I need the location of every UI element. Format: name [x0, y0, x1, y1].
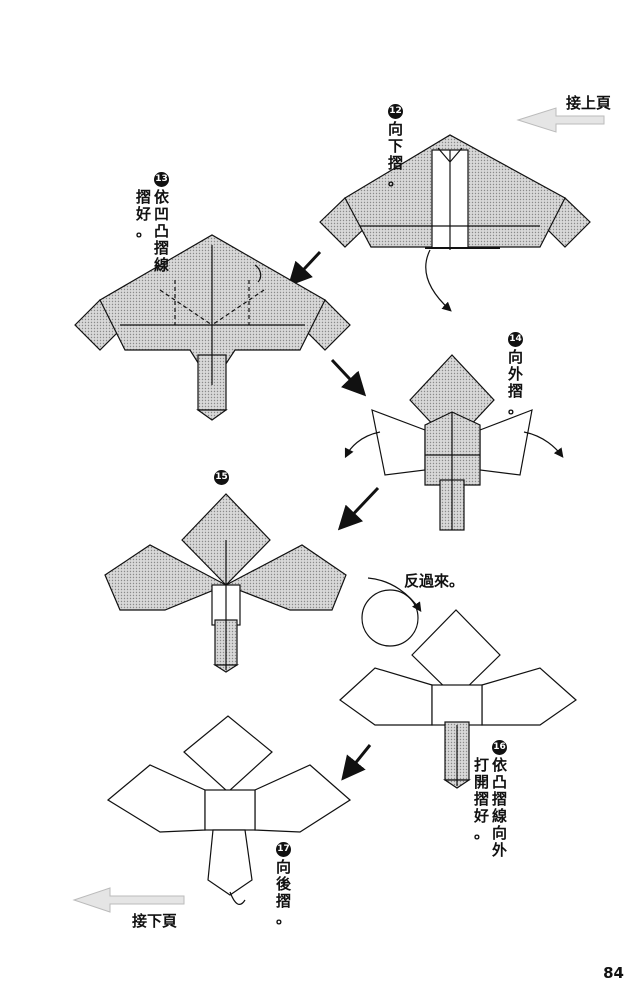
flow-arrow-4 — [341, 744, 372, 781]
step-13-char: 摺 — [154, 239, 170, 257]
step-15-figure — [104, 493, 347, 673]
step-16-char: 依 — [492, 756, 508, 774]
step-16-col: 16 依 凸 摺 線 向 外 — [492, 740, 507, 859]
step-15-instruction: 15 — [214, 470, 229, 487]
step-16-char: 向 — [492, 824, 508, 842]
step-17-char: 向 — [276, 858, 292, 876]
step-12-char: 向 — [388, 120, 404, 138]
step-16-char: 摺 — [492, 790, 508, 808]
step-16-char: 打 — [474, 756, 490, 774]
next-page-arrow — [516, 107, 605, 133]
step-14-figure — [344, 354, 564, 531]
step-13-col: 13 依 凹 凸 摺 線 — [154, 172, 169, 274]
step-13-figure — [74, 234, 351, 421]
step-12-instruction: 12 向 下 摺 。 — [388, 104, 403, 189]
step-17-char: 。 — [276, 909, 292, 927]
page-number: 84 — [603, 964, 624, 982]
step-13-char: 凹 — [154, 205, 170, 223]
step-16-char: 好 — [474, 807, 490, 825]
flow-arrow-2 — [330, 358, 367, 397]
step-16-instruction: 16 依 凸 摺 線 向 外 打 開 摺 好 。 — [474, 740, 507, 859]
step-16-col: 打 開 摺 好 。 — [474, 740, 489, 859]
step-16-number: 16 — [492, 740, 508, 755]
step-14-char: 外 — [508, 365, 524, 383]
step-17-instruction: 17 向 後 摺 。 — [276, 842, 291, 927]
step-16-char: 開 — [474, 773, 490, 791]
step-14-char: 向 — [508, 348, 524, 366]
step-13-char: 好 — [136, 205, 152, 223]
step-15-number: 15 — [214, 470, 229, 485]
step-12-char: 摺 — [388, 154, 404, 172]
prev-page-arrow — [72, 887, 185, 913]
step-12-figure — [319, 134, 591, 312]
step-16-char: 摺 — [474, 790, 490, 808]
step-16-char: 凸 — [492, 773, 508, 791]
step-14-char: 。 — [508, 399, 524, 417]
step-13-col: 摺 好 。 — [136, 172, 151, 274]
flow-arrow-3 — [337, 486, 380, 531]
step-16-char: 。 — [474, 824, 490, 842]
step-13-number: 13 — [154, 172, 170, 187]
step-13-char: 依 — [154, 188, 170, 206]
step-12-number: 12 — [388, 104, 403, 119]
step-14-char: 摺 — [508, 382, 524, 400]
step-13-char: 線 — [154, 256, 170, 274]
step-17-char: 摺 — [276, 892, 292, 910]
step-17-char: 後 — [276, 875, 292, 893]
step-12-char: 下 — [388, 137, 404, 155]
flip-note: 反過來。 — [404, 572, 465, 590]
step-13-instruction: 13 依 凹 凸 摺 線 摺 好 。 — [136, 172, 169, 274]
step-13-char: 。 — [136, 222, 152, 240]
next-page-label: 接上頁 — [566, 94, 612, 112]
step-13-char: 摺 — [136, 188, 152, 206]
step-16-figure — [339, 609, 577, 789]
step-14-instruction: 14 向 外 摺 。 — [508, 332, 523, 417]
step-16-char: 線 — [492, 807, 508, 825]
step-17-figure — [106, 715, 351, 905]
flip-indicator — [361, 577, 422, 647]
step-16-char: 外 — [492, 841, 508, 859]
flow-arrow-1 — [287, 250, 322, 287]
prev-page-label: 接下頁 — [132, 912, 178, 930]
step-13-char: 凸 — [154, 222, 170, 240]
step-12-char: 。 — [388, 171, 404, 189]
step-17-number: 17 — [276, 842, 291, 857]
step-14-number: 14 — [508, 332, 523, 347]
